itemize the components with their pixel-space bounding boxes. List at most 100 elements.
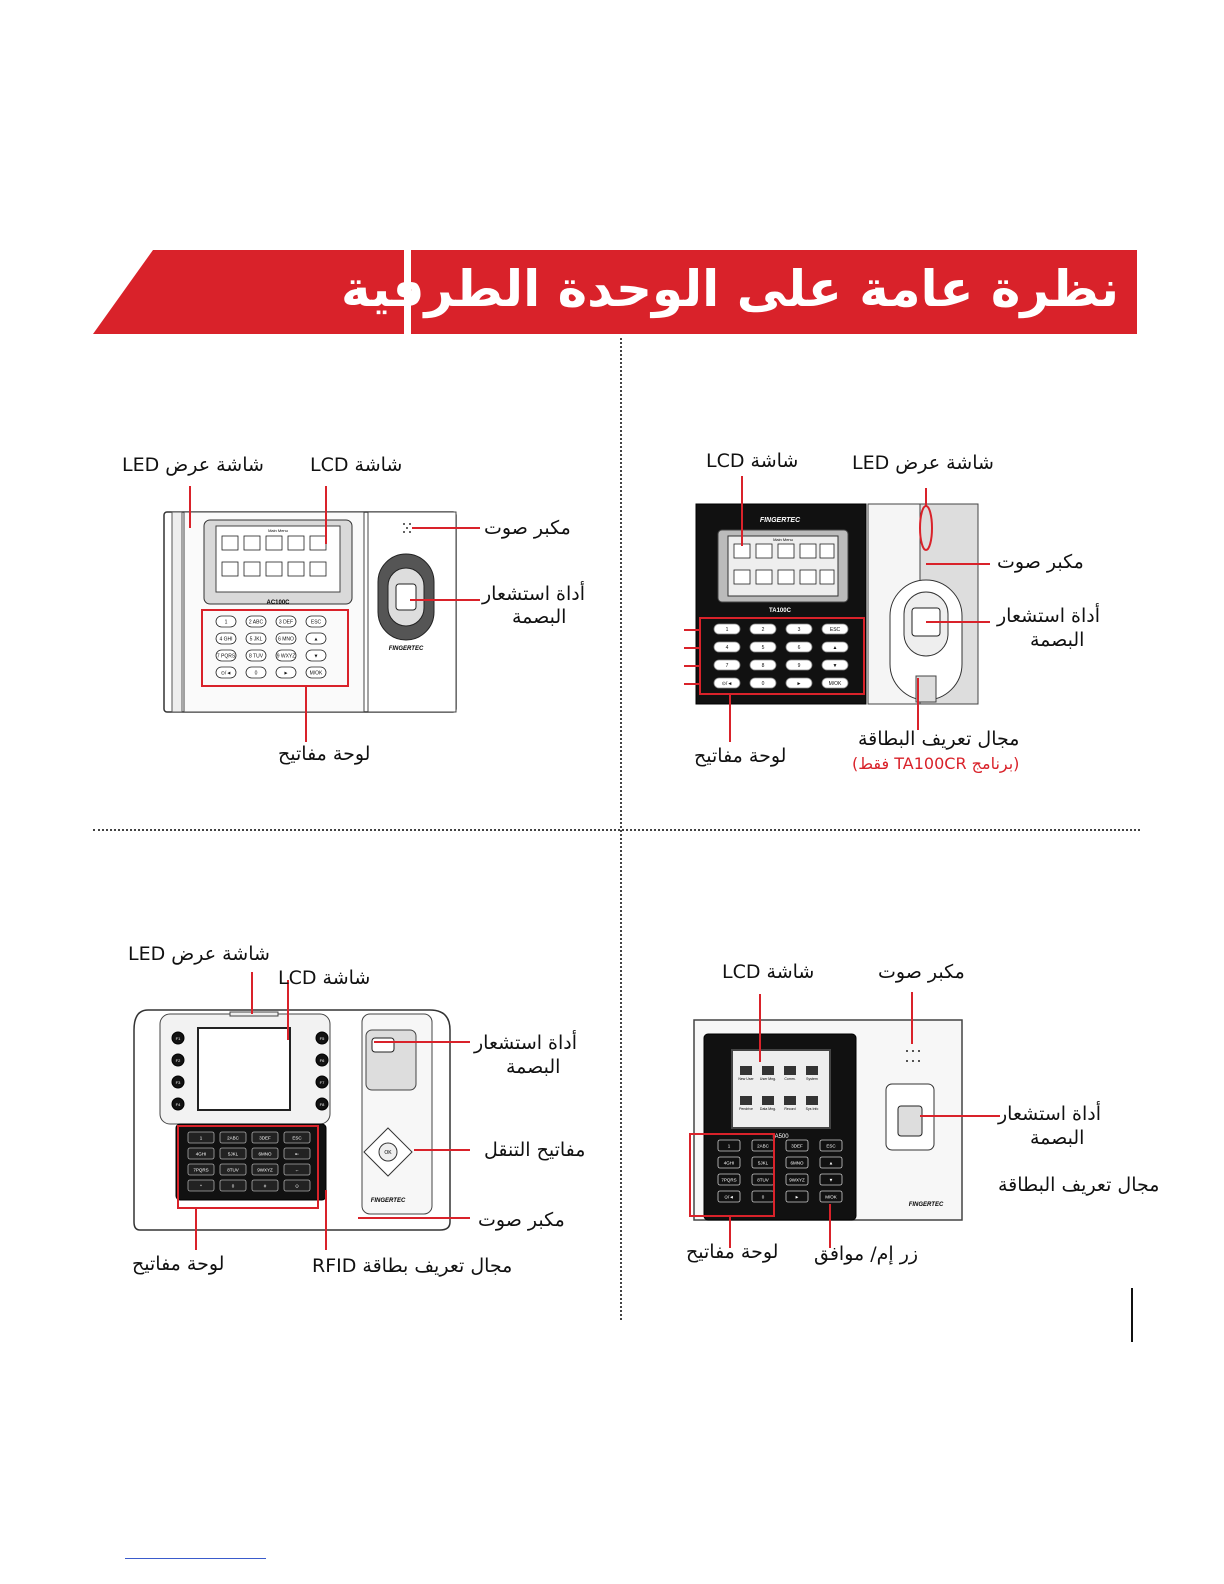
keypad-key-label: ⇤: [295, 1152, 299, 1157]
keypad-key-label: ESC: [830, 627, 841, 633]
keypad-key[interactable]: [245, 632, 267, 645]
keypad-key-label: 3: [798, 627, 801, 633]
keypad-key[interactable]: [717, 1173, 741, 1186]
keypad-key-label: 2 ABC: [249, 620, 264, 626]
keypad-key[interactable]: [215, 615, 237, 628]
keypad-key[interactable]: [245, 666, 267, 679]
keypad-key-label: 5JKL: [758, 1161, 769, 1166]
function-key[interactable]: [171, 1031, 185, 1045]
keypad-key[interactable]: [219, 1163, 247, 1176]
keypad-key[interactable]: [821, 641, 849, 653]
keypad-key[interactable]: [785, 1190, 809, 1203]
keypad-key[interactable]: [785, 623, 813, 635]
menu-item-label: User Mng.: [760, 1077, 776, 1081]
keypad-key[interactable]: [717, 1139, 741, 1152]
function-key[interactable]: [171, 1053, 185, 1067]
keypad-key-label: 2ABC: [227, 1136, 240, 1141]
bl-nav-ok: OK: [384, 1150, 392, 1156]
keypad-key[interactable]: [219, 1131, 247, 1144]
keypad-key[interactable]: [749, 677, 777, 689]
keypad-key-label: ►: [795, 1195, 799, 1200]
keypad-key[interactable]: [819, 1139, 843, 1152]
keypad-key-label: 9: [798, 663, 801, 669]
keypad-key[interactable]: [275, 649, 297, 662]
keypad-key[interactable]: [187, 1147, 215, 1160]
keypad-key[interactable]: [275, 666, 297, 679]
keypad-key[interactable]: [305, 649, 327, 662]
keypad-key[interactable]: [245, 615, 267, 628]
keypad-key[interactable]: [283, 1179, 311, 1192]
keypad-key[interactable]: [283, 1163, 311, 1176]
keypad-key[interactable]: [713, 623, 741, 635]
keypad-key[interactable]: [305, 666, 327, 679]
keypad-key[interactable]: [785, 1139, 809, 1152]
keypad-key[interactable]: [219, 1179, 247, 1192]
keypad-key[interactable]: [215, 666, 237, 679]
function-key[interactable]: [171, 1075, 185, 1089]
function-key[interactable]: [171, 1097, 185, 1111]
keypad-key-label: ⊙: [295, 1184, 299, 1189]
keypad-key[interactable]: [251, 1147, 279, 1160]
keypad-key[interactable]: [219, 1147, 247, 1160]
bl-nav-label: مفاتيح التنقل: [484, 1139, 586, 1161]
keypad-key[interactable]: [717, 1190, 741, 1203]
bl-keypad-label: لوحة مفاتيح: [132, 1253, 225, 1275]
keypad-key[interactable]: [821, 623, 849, 635]
bl-sensor-label-line1: أداة استشعار: [474, 1032, 578, 1054]
keypad-key[interactable]: [713, 677, 741, 689]
keypad-key-label: 6 MNO: [278, 637, 294, 643]
menu-item-label: Data Mng.: [760, 1107, 776, 1111]
keypad-key[interactable]: [215, 632, 237, 645]
page-edge-mark: [1131, 1288, 1133, 1342]
keypad-key[interactable]: [187, 1131, 215, 1144]
keypad-key-label: ►: [797, 681, 802, 687]
keypad-key[interactable]: [819, 1156, 843, 1169]
page-banner: نظرة عامة على الوحدة الطرفية: [341, 250, 1137, 334]
keypad-key[interactable]: [713, 659, 741, 671]
keypad-key[interactable]: [275, 632, 297, 645]
keypad-key[interactable]: [187, 1179, 215, 1192]
keypad-key[interactable]: [713, 641, 741, 653]
function-key[interactable]: [315, 1053, 329, 1067]
keypad-key[interactable]: [283, 1131, 311, 1144]
function-key[interactable]: [315, 1097, 329, 1111]
keypad-key-label: M/OK: [829, 681, 842, 687]
keypad-key-label: M/OK: [825, 1195, 837, 1200]
ta100c-led-label: شاشة عرض LED: [852, 452, 994, 474]
keypad-key[interactable]: [785, 677, 813, 689]
keypad-key[interactable]: [785, 1173, 809, 1186]
function-key[interactable]: [315, 1075, 329, 1089]
keypad-key[interactable]: [283, 1147, 311, 1160]
keypad-key[interactable]: [251, 1179, 279, 1192]
keypad-key[interactable]: [821, 659, 849, 671]
keypad-key[interactable]: [819, 1190, 843, 1203]
keypad-key[interactable]: [717, 1156, 741, 1169]
keypad-key[interactable]: [305, 615, 327, 628]
keypad-key[interactable]: [251, 1131, 279, 1144]
keypad-key[interactable]: [215, 649, 237, 662]
ac100c-led-label: شاشة عرض LED: [122, 454, 264, 476]
keypad-key[interactable]: [749, 659, 777, 671]
function-key[interactable]: [315, 1031, 329, 1045]
menu-icon: [740, 1096, 752, 1105]
keypad-key[interactable]: [785, 1156, 809, 1169]
keypad-key[interactable]: [187, 1163, 215, 1176]
keypad-key[interactable]: [749, 623, 777, 635]
keypad-key[interactable]: [275, 615, 297, 628]
keypad-key-label: 4GHI: [724, 1161, 735, 1166]
keypad-key[interactable]: [749, 641, 777, 653]
keypad-key[interactable]: [785, 659, 813, 671]
keypad-key-label: 0: [255, 671, 258, 677]
keypad-key[interactable]: [821, 677, 849, 689]
keypad-key-label: 0: [762, 681, 765, 687]
keypad-key-label: #: [264, 1184, 267, 1189]
keypad-key[interactable]: [251, 1163, 279, 1176]
menu-item-label: Pendrive: [739, 1107, 753, 1111]
ta100c-sensor-label-line2: البصمة: [1030, 629, 1085, 651]
keypad-key[interactable]: [785, 641, 813, 653]
ta100c-brand: FINGERTEC: [760, 517, 801, 524]
keypad-key[interactable]: [819, 1173, 843, 1186]
keypad-key[interactable]: [305, 632, 327, 645]
ac100c-model: AC100C: [266, 600, 290, 606]
keypad-key[interactable]: [245, 649, 267, 662]
